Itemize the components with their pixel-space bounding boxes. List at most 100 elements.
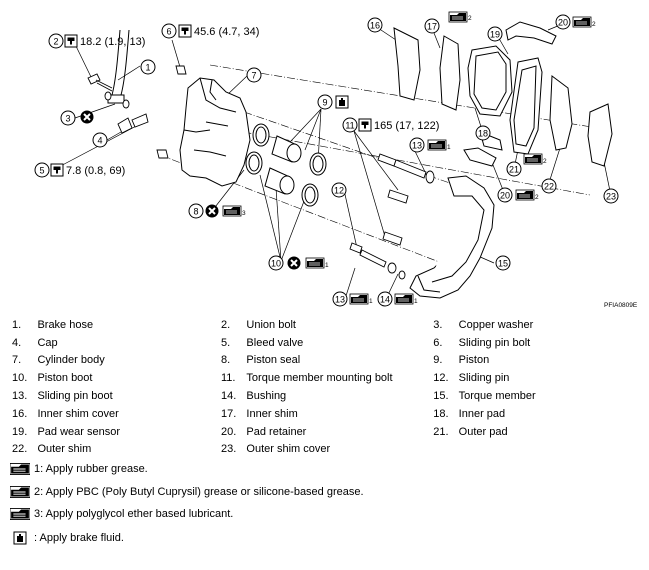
svg-text:15: 15 [498,259,508,269]
part-name: Inner shim [246,407,298,420]
svg-text:22: 22 [544,182,554,192]
part-name: Piston boot [37,372,93,385]
torque-value-union-bolt: 18.2 (1.9, 13) [80,36,145,48]
svg-text:13: 13 [335,295,345,305]
part-number: 1. [12,318,22,331]
part-name: Cap [37,336,58,349]
callout-12: 12 [331,182,347,198]
grease-ref-2: 2 [535,194,539,201]
callout-17: 17 [424,18,440,34]
torque-value-bleed-valve: 7.8 (0.8, 69) [66,165,125,177]
part-callouts: 1 3 4 7 9 8 3 10 1 12 13 1 13 1 14 1 15 … [60,11,619,307]
callout-20b: 20 [497,187,513,203]
part-number: 9. [433,354,443,367]
part-name: Outer shim cover [246,443,331,456]
grease-icon [349,293,369,305]
svg-text:20: 20 [500,191,510,201]
part-name: Sliding pin boot [37,390,113,403]
legend-rubber-grease: 1: Apply rubber grease. [10,462,148,476]
torque-member [409,175,495,299]
part-name: Outer pad [458,425,508,438]
callout-22: 22 [541,178,557,194]
part-name: Torque member mounting bolt [246,372,393,385]
grease-icon [222,205,242,217]
callout-15: 15 [495,255,511,271]
callout-2: 2 [53,37,58,47]
grease-icon [394,293,414,305]
part-number: 12. [433,372,449,385]
part-name: Union bolt [246,318,296,331]
grease-icon [523,153,543,165]
union-bolt-parts [87,65,187,159]
callout-5: 5 [39,166,44,176]
grease-icon [572,16,592,28]
svg-text:23: 23 [606,192,616,202]
torque-callout-mounting-bolt: 11 165 (17, 122) [342,117,439,133]
torque-wrench-icon [64,34,78,48]
svg-text:14: 14 [380,295,390,305]
callout-10: 10 [268,255,284,271]
do-not-reuse-icon [204,203,220,219]
empty-cell [459,441,642,459]
torque-callout-cap-bleed: 6 45.6 (4.7, 34) [161,23,259,39]
svg-text:9: 9 [322,98,327,108]
torque-value-cap-bleed: 45.6 (4.7, 34) [194,26,259,38]
callout-7: 7 [246,67,262,83]
part-number: 15. [433,390,449,403]
part-name: Piston [458,354,490,367]
part-name: Pad retainer [246,425,307,438]
callout-9: 9 [317,94,333,110]
callout-14: 14 [377,291,393,307]
parts-row: 22. Outer shim 23. Outer shim cover [12,441,642,459]
part-name: Outer shim [37,443,92,456]
grease-ref-1: 1 [447,144,451,151]
grease-icon [427,139,447,151]
svg-text:8: 8 [193,207,198,217]
svg-text:4: 4 [97,136,102,146]
svg-text:16: 16 [370,21,380,31]
legend-polyglycol-lubricant: 3: Apply polyglycol ether based lubrican… [10,507,233,521]
part-number: 14. [220,390,237,403]
leader-lines [52,22,612,300]
svg-text:7: 7 [251,71,256,81]
part-name: Cylinder body [37,354,105,367]
part-number: 8. [220,354,231,367]
part-number: 20. [220,425,237,438]
outer-shim [549,75,573,151]
callout-1: 1 [140,59,156,75]
grease-ref-2: 2 [543,158,547,165]
part-number: 22. [12,443,28,456]
part-number: 17. [220,407,237,420]
torque-wrench-icon [358,118,372,132]
torque-callout-union-bolt: 2 18.2 (1.9, 13) [48,33,145,49]
torque-callout-bleed-valve: 5 7.8 (0.8, 69) [34,162,125,178]
part-number: 2. [220,318,231,331]
pins-and-bolts [349,153,435,280]
part-name: Bushing [246,390,287,403]
inner-shim-cover [393,27,421,101]
callout-11: 11 [345,121,354,131]
part-name: Bleed valve [246,336,304,349]
torque-wrench-icon [50,163,64,177]
part-name: Brake hose [37,318,94,331]
pad-wear-sensor [505,21,557,45]
pads-and-shims [393,21,613,167]
torque-value-mounting-bolt: 165 (17, 122) [374,120,439,132]
grease-ref-1: 1 [414,298,418,305]
empty-cell [433,441,458,459]
svg-text:17: 17 [427,22,437,32]
part-number: 23. [220,443,237,456]
grease-ref-2: 2 [468,15,472,22]
grease-ref-3: 3 [242,210,246,217]
svg-text:10: 10 [271,259,281,269]
part-name: Sliding pin [458,372,510,385]
part-number: 5. [220,336,231,349]
figure-code: PFIA0809E [604,302,638,309]
part-number: 3. [433,318,443,331]
callout-4: 4 [92,132,108,148]
callout-23: 23 [603,188,619,204]
